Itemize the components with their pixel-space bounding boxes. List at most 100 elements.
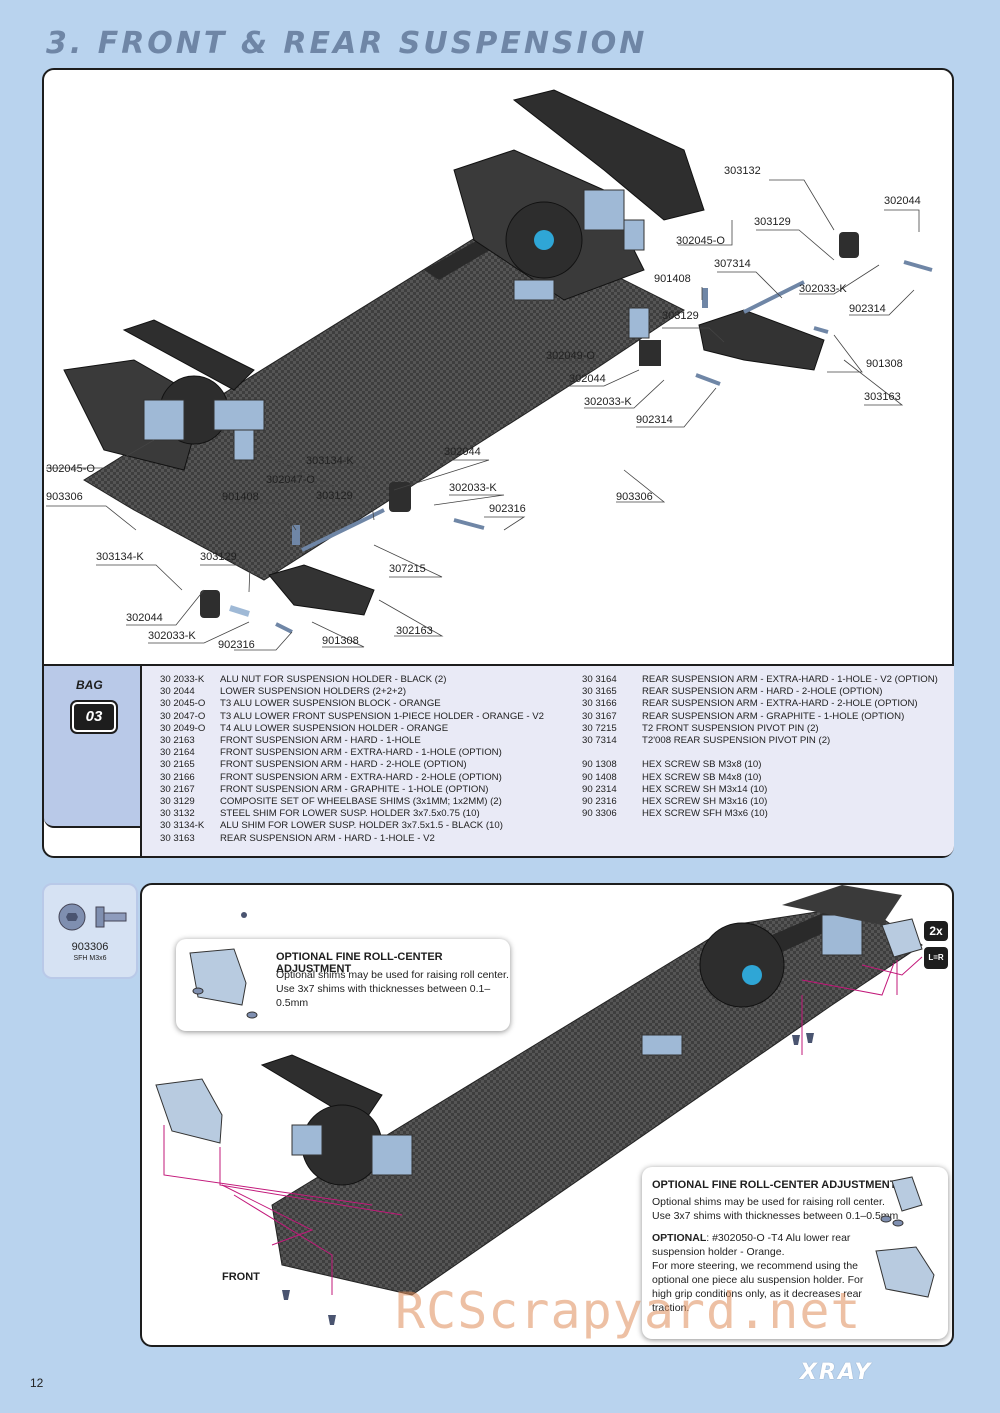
note-rear-text5: high grip conditions only, as it decreas… — [652, 1288, 862, 1300]
optional-holder-icon — [875, 1176, 935, 1298]
part-description: REAR SUSPENSION ARM - HARD - 1-HOLE - V2 — [220, 832, 435, 844]
part-description: HEX SCREW SB M3x8 (10) — [642, 759, 762, 771]
part-description: REAR SUSPENSION ARM - EXTRA-HARD - 2-HOL… — [642, 698, 918, 710]
part-description: T4 ALU LOWER SUSPENSION HOLDER - ORANGE — [220, 722, 449, 734]
note-rear-text2: suspension holder - Orange. — [652, 1246, 785, 1258]
leader-lines — [46, 179, 920, 651]
callout-303134-k: 303134-K — [306, 455, 354, 467]
parts-list-row — [582, 747, 938, 759]
callout-903306-b: 903306 — [46, 491, 83, 503]
callout-303129-d: 303129 — [200, 551, 237, 563]
part-description: T2 FRONT SUSPENSION PIVOT PIN (2) — [642, 722, 819, 734]
callout-303129-c: 303129 — [316, 490, 353, 502]
rear-assembly — [453, 89, 705, 301]
note-rear-text4: optional one piece alu suspension holder… — [652, 1274, 864, 1286]
callout-303129: 303129 — [754, 216, 791, 228]
front-assembly — [63, 319, 265, 471]
part-code: 30 3166 — [582, 698, 617, 710]
part-code: 30 2047-O — [160, 710, 206, 722]
parts-list-row: 30 3166 REAR SUSPENSION ARM - EXTRA-HARD … — [582, 698, 938, 710]
part-description: ALU SHIM FOR LOWER SUSP. HOLDER 3x7.5x1.… — [220, 820, 503, 832]
part-code: 30 3129 — [160, 796, 195, 808]
part-description: COMPOSITE SET OF WHEELBASE SHIMS (3x1MM;… — [220, 796, 502, 808]
part-code: 90 2314 — [582, 783, 617, 795]
note-rear-title: OPTIONAL FINE ROLL-CENTER ADJUSTMENT — [652, 1179, 897, 1191]
note-rear-optional-text: : #302050-O -T4 Alu lower rear — [706, 1232, 851, 1244]
parts-list-row: 30 3134-K ALU SHIM FOR LOWER SUSP. HOLDER… — [160, 820, 544, 832]
part-description: REAR SUSPENSION ARM - HARD - 2-HOLE (OPT… — [642, 686, 883, 698]
part-code: 90 1308 — [582, 759, 617, 771]
callout-302044-d: 302044 — [126, 612, 163, 624]
page-title: 3. FRONT & REAR SUSPENSION — [46, 26, 648, 61]
part-code: 30 3167 — [582, 710, 617, 722]
callout-302044-c: 302044 — [444, 446, 481, 458]
parts-list-row: 30 3132 STEEL SHIM FOR LOWER SUSP. HOLDER… — [160, 808, 544, 820]
callout-302047-o: 302047-O — [266, 474, 315, 486]
screw-code: 903306 — [71, 941, 109, 953]
quantity-badge: 2x — [924, 921, 948, 941]
callout-307215: 307215 — [389, 563, 426, 575]
part-code: 30 3132 — [160, 808, 195, 820]
note-front-line2: Use 3x7 shims with thicknesses between 0… — [276, 983, 491, 1009]
note-rear-line1: Optional shims may be used for raising r… — [652, 1196, 885, 1208]
part-description: FRONT SUSPENSION ARM - HARD - 1-HOLE — [220, 735, 421, 747]
brand-logo: XRAY — [800, 1360, 873, 1385]
front-assembly-b — [260, 1054, 413, 1186]
part-code: 30 3163 — [160, 832, 195, 844]
front-suspension-parts — [200, 482, 485, 634]
part-description: T3 ALU LOWER SUSPENSION BLOCK - ORANGE — [220, 698, 441, 710]
part-description: T3 ALU LOWER FRONT SUSPENSION 1-PIECE HO… — [220, 710, 544, 722]
note-rear-roll-center: OPTIONAL FINE ROLL-CENTER ADJUSTMENT Opt… — [642, 1167, 948, 1339]
rear-holder — [881, 918, 923, 958]
part-description: LOWER SUSPENSION HOLDERS (2+2+2) — [220, 686, 407, 698]
part-code: 90 2316 — [582, 796, 617, 808]
callout-302049-o: 302049-O — [546, 350, 595, 362]
note-front-line1: Optional shims may be used for raising r… — [276, 969, 509, 981]
part-description: FRONT SUSPENSION ARM - GRAPHITE - 1-HOLE… — [220, 783, 489, 795]
alignment-lines — [163, 956, 923, 1295]
parts-list-row: 30 2167 FRONT SUSPENSION ARM - GRAPHITE -… — [160, 784, 544, 796]
part-code: 90 1408 — [582, 771, 617, 783]
callout-901408-b: 901408 — [222, 491, 259, 503]
callout-901308: 901308 — [866, 358, 903, 370]
part-description: ALU NUT FOR SUSPENSION HOLDER - BLACK (2… — [220, 674, 447, 685]
shim-holder-icon — [189, 948, 258, 1019]
part-code: 30 2164 — [160, 747, 195, 759]
callout-302044: 302044 — [884, 195, 921, 207]
callout-302033-k-c: 302033-K — [449, 482, 497, 494]
callout-302033-k-b: 302033-K — [584, 396, 632, 408]
exploded-view-panel: 303132 302044 303129 302045-O 307314 901… — [42, 68, 954, 858]
part-description: T2'008 REAR SUSPENSION PIVOT PIN (2) — [642, 735, 831, 747]
part-description: REAR SUSPENSION ARM - EXTRA-HARD - 1-HOL… — [642, 674, 938, 685]
exploded-diagram — [46, 89, 933, 651]
parts-list-row: 30 3163 REAR SUSPENSION ARM - HARD - 1-HO… — [160, 833, 544, 845]
part-code: 30 3134-K — [160, 820, 205, 832]
callout-903306: 903306 — [616, 491, 653, 503]
part-description: FRONT SUSPENSION ARM - EXTRA-HARD - 2-HO… — [220, 771, 502, 783]
rear-suspension-parts — [628, 232, 933, 386]
callout-302045-o: 302045-O — [676, 235, 725, 247]
parts-list-row: 30 2047-O T3 ALU LOWER FRONT SUSPENSION 1… — [160, 711, 544, 723]
assembly-screws — [241, 912, 814, 1325]
bag-indicator: BAG 03 — [44, 664, 140, 828]
screw-indicator: 903306 SFH M3x6 — [42, 883, 138, 979]
note-front-roll-center: OPTIONAL FINE ROLL-CENTER ADJUSTMENT Opt… — [176, 939, 510, 1031]
part-description: STEEL SHIM FOR LOWER SUSP. HOLDER 3x7.5x… — [220, 808, 480, 820]
part-code: 30 2045-O — [160, 698, 206, 710]
part-code: 30 2044 — [160, 686, 195, 698]
part-code: 30 2167 — [160, 783, 195, 795]
callout-901308-b: 901308 — [322, 635, 359, 647]
part-code: 90 3306 — [582, 808, 617, 820]
callout-902316-b: 902316 — [218, 639, 255, 651]
